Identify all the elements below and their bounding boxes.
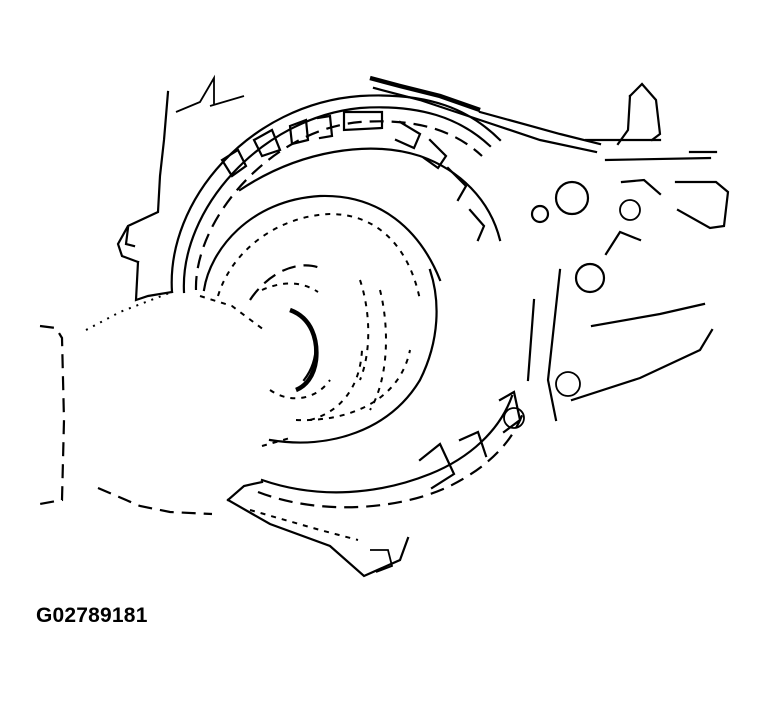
drive-plate-rings [170, 94, 502, 294]
hand-outline-dashed [39, 291, 291, 516]
lower-flange [226, 390, 526, 578]
upper-cover [369, 75, 718, 162]
torque-converter-body [202, 194, 442, 444]
technical-illustration [39, 74, 730, 578]
mounting-bracket-right [503, 82, 730, 429]
figure-id-caption: G02789181 [36, 604, 148, 627]
housing-bracket-left [116, 74, 245, 302]
torque-converter-drawing [39, 74, 730, 578]
ring-gear-teeth [220, 110, 486, 242]
